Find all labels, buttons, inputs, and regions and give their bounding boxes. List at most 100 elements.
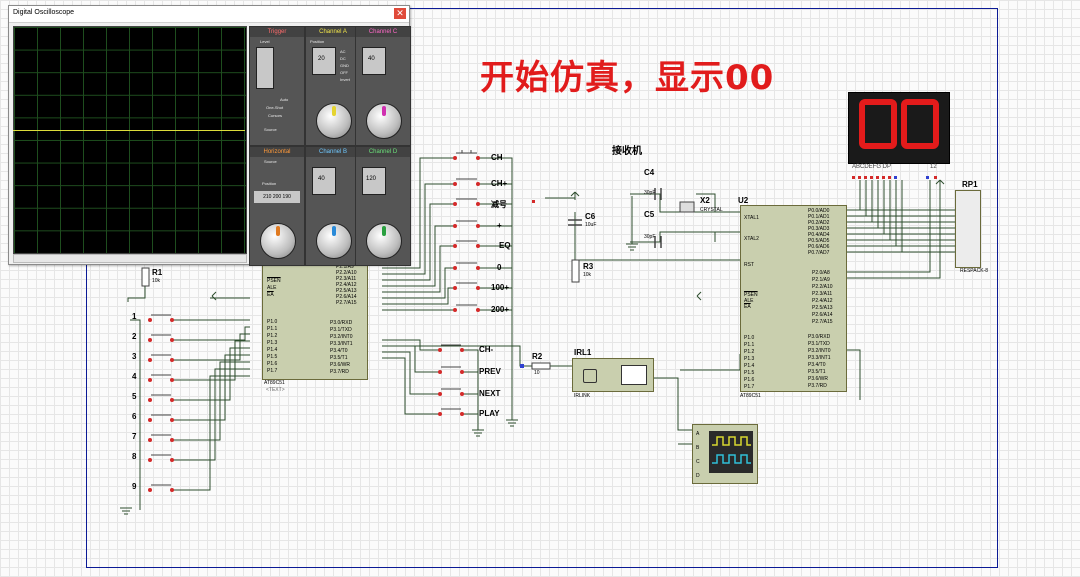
pin-label: P2.6/A14	[336, 294, 357, 300]
channel-a-position[interactable]: 20	[312, 47, 336, 75]
pin-label: P2.2/A10	[336, 270, 357, 276]
pin-label: P2.5/A13	[336, 288, 357, 294]
button-label-4[interactable]: 4	[132, 372, 137, 381]
pin-label: P2.4/A12	[336, 282, 357, 288]
close-icon[interactable]: ✕	[394, 8, 406, 19]
button-label-1[interactable]: 1	[132, 312, 137, 321]
button-label-100-plus[interactable]: 100+	[491, 283, 510, 292]
oscilloscope-window[interactable]: Digital Oscilloscope ✕ Trigger Level Aut…	[8, 5, 411, 266]
position-value: 40	[318, 176, 325, 182]
irlink-label: IRLINK	[574, 393, 591, 399]
display-pins: 12	[930, 164, 937, 170]
pin-label: P1.0	[267, 319, 278, 325]
button-label-ch[interactable]: CH	[491, 153, 503, 162]
oscilloscope-trace	[13, 130, 245, 131]
pin-label: P2.1/A9	[812, 277, 830, 283]
r2-label: R2	[532, 352, 543, 361]
display-digits-value: 00	[849, 93, 949, 163]
transmitter-left-pins: P1.0 P1.1 P1.2 P1.3 P1.4 P1.5 P1.6 P1.7	[267, 319, 277, 375]
level-slider[interactable]	[256, 47, 274, 89]
pin-label: P2.4/A12	[812, 298, 833, 304]
r3-label: R3	[583, 262, 594, 271]
pin-label: P2.3/A11	[812, 291, 833, 297]
horizontal-scrollbar[interactable]	[13, 254, 247, 263]
position-value: 20	[318, 56, 325, 62]
pin-label: P3.0/RXD	[330, 320, 353, 326]
button-label-minus[interactable]: 减号	[491, 200, 507, 209]
pin-label: P3.1/TXD	[330, 327, 352, 333]
horizontal-knob[interactable]	[260, 223, 296, 259]
horizontal-source-label: Source	[264, 159, 277, 164]
horizontal-readout: 210 200 190	[254, 191, 300, 203]
channel-c-knob[interactable]	[366, 103, 402, 139]
button-label-eq[interactable]: EQ	[499, 241, 511, 250]
headline-text: 开始仿真，显示00	[480, 58, 775, 98]
oscilloscope-titlebar[interactable]: Digital Oscilloscope ✕	[9, 6, 409, 23]
receiver-mcu-chip[interactable]	[740, 205, 847, 392]
position-label: Position	[310, 39, 325, 44]
transmitter-p3-pins: P3.0/RXD P3.1/TXD P3.2/INT0 P3.3/INT1 P3…	[330, 320, 353, 376]
coupling-gnd[interactable]: GND	[340, 63, 349, 68]
pin-label: P3.5/T1	[330, 355, 348, 361]
channel-b-knob[interactable]	[316, 223, 352, 259]
button-label-ch-minus[interactable]: CH-	[479, 345, 494, 354]
trigger-header: Trigger	[250, 27, 304, 37]
ir-led-icon	[583, 369, 597, 383]
transmitter-chip-name: AT89C51	[264, 380, 285, 386]
pin-label: P1.3	[267, 340, 278, 346]
button-label-next[interactable]: NEXT	[479, 389, 501, 398]
r2-value: 10	[534, 370, 540, 376]
coupling-invert[interactable]: Invert	[340, 77, 351, 82]
pin-label: P3.4/T0	[330, 348, 348, 354]
transmitter-mcu-chip[interactable]	[262, 262, 368, 380]
channel-a-knob[interactable]	[316, 103, 352, 139]
coupling-off[interactable]: OFF	[340, 70, 348, 75]
button-label-0[interactable]: 0	[497, 263, 502, 272]
ir-link-module[interactable]	[572, 358, 654, 392]
c5-value: 30pF	[644, 234, 656, 240]
button-label-9[interactable]: 9	[132, 482, 137, 491]
button-label-ch-plus[interactable]: CH+	[491, 179, 508, 188]
virtual-oscilloscope-instrument[interactable]	[692, 424, 758, 484]
button-label-5[interactable]: 5	[132, 392, 137, 401]
button-label-200-plus[interactable]: 200+	[491, 305, 510, 314]
button-label-7[interactable]: 7	[132, 432, 137, 441]
coupling-dc[interactable]: DC	[340, 56, 346, 61]
one-shot-label[interactable]: One-Shot	[266, 105, 284, 110]
scope-input-labels: A B C D	[696, 427, 700, 483]
channel-d-knob[interactable]	[366, 223, 402, 259]
channel-d-panel: Channel D 120	[355, 146, 411, 266]
pin-label: P3.6/WR	[330, 362, 351, 368]
receiver-p3-pins: P3.0/RXD P3.1/TXD P3.2/INT0 P3.3/INT1 P3…	[808, 334, 831, 390]
coupling-ac[interactable]: AC	[340, 49, 346, 54]
pin-label: P2.6/A14	[812, 312, 833, 318]
auto-label[interactable]: Auto	[280, 97, 289, 102]
channel-b-position[interactable]: 40	[312, 167, 336, 195]
oscilloscope-screen	[13, 26, 247, 254]
receiver-chip-name: AT89C51	[740, 393, 761, 399]
channel-c-position[interactable]: 40	[362, 47, 386, 75]
pin-label: P1.2	[744, 349, 755, 355]
button-label-play[interactable]: PLAY	[479, 409, 500, 418]
trigger-panel: Trigger Level Auto One-Shot Cursors Sour…	[249, 26, 305, 146]
button-label-8[interactable]: 8	[132, 452, 137, 461]
r3-value: 10k	[583, 272, 592, 278]
channel-d-header: Channel D	[356, 147, 410, 157]
button-label-2[interactable]: 2	[132, 332, 137, 341]
channel-b-panel: Channel B 40	[305, 146, 361, 266]
transmitter-text-placeholder: <TEXT>	[266, 387, 285, 393]
channel-d-position[interactable]: 120	[362, 167, 386, 195]
button-label-3[interactable]: 3	[132, 352, 137, 361]
input-label: C	[696, 459, 700, 465]
button-label-plus[interactable]: +	[497, 221, 502, 230]
button-label-6[interactable]: 6	[132, 412, 137, 421]
button-label-prev[interactable]: PREV	[479, 367, 501, 376]
r1-label: R1	[152, 268, 163, 277]
receiver-ctrl-pins: PSEN ALE EA	[744, 292, 758, 310]
resistor-pack[interactable]	[955, 190, 981, 268]
receiver-left-pins: P1.0 P1.1 P1.2 P1.3 P1.4 P1.5 P1.6 P1.7	[744, 335, 754, 391]
transmitter-p2-pins: P2.1/A9 P2.2/A10 P2.3/A11 P2.4/A12 P2.5/…	[336, 264, 357, 306]
pin-label: P1.0	[744, 335, 755, 341]
cursors-label[interactable]: Cursors	[268, 113, 283, 118]
